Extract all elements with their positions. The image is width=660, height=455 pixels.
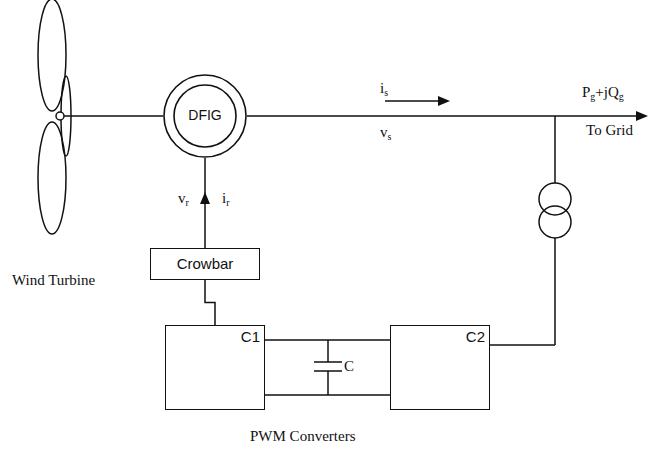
signal-name: is (380, 80, 388, 98)
wire (554, 116, 556, 183)
signal-name: vs (380, 124, 391, 142)
wire (205, 280, 215, 325)
hub (56, 112, 64, 120)
capacitor-symbol (327, 371, 329, 395)
wire (490, 344, 555, 346)
component-label: Wind Turbine (12, 272, 95, 289)
capacitor-label: C (344, 358, 354, 375)
node-label: DFIG (188, 108, 221, 123)
converter-box: C2 (390, 325, 490, 410)
signal-name: vr (178, 190, 189, 208)
converter-name: C2 (466, 329, 485, 346)
arrowhead (438, 96, 450, 106)
node-label: Crowbar (177, 256, 234, 273)
current-arrow (385, 100, 440, 102)
crowbar-box: Crowbar (150, 248, 260, 280)
wire (265, 340, 390, 341)
stator-line (247, 115, 642, 117)
converter-box: C1 (165, 325, 265, 410)
capacitor-symbol (327, 340, 329, 362)
wire (554, 238, 556, 345)
wire (205, 158, 206, 248)
converter-name: C1 (241, 329, 260, 346)
direction-note: To Grid (586, 122, 633, 139)
generator-circle: DFIG (163, 74, 247, 158)
arrowhead (636, 111, 648, 121)
shaft (64, 115, 163, 117)
group-label: PWM Converters (250, 428, 355, 445)
transformer-winding (539, 206, 571, 238)
power-label: Pg+jQg (582, 84, 624, 102)
capacitor-symbol (314, 361, 342, 363)
signal-name: ir (222, 190, 230, 208)
